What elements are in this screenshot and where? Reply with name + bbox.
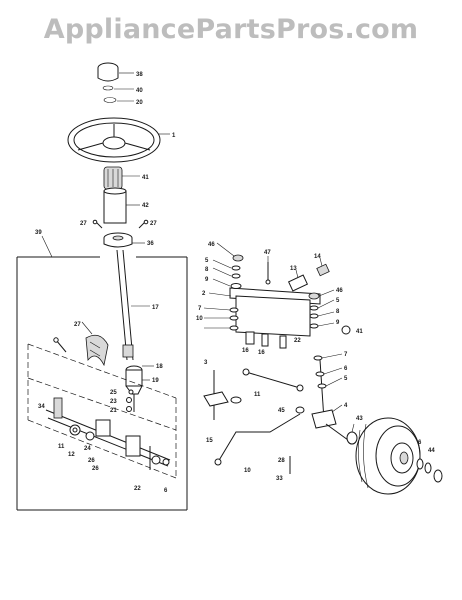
callout-22a: 22 [134, 486, 141, 492]
tie-rod-hardware [265, 262, 330, 292]
callout-2: 2 [202, 291, 206, 297]
callout-26a: 26 [88, 458, 95, 464]
callout-7a: 7 [198, 306, 202, 312]
callout-16b: 16 [258, 350, 265, 356]
tie-rod [214, 413, 301, 466]
watermark-text: AppliancePartsPros.com [43, 14, 419, 45]
callout-23: 23 [110, 399, 117, 405]
callout-18: 18 [156, 364, 163, 370]
callout-28: 28 [278, 458, 285, 464]
callout-41b: 41 [356, 329, 363, 335]
callout-24: 24 [84, 446, 91, 452]
callout-42: 42 [142, 203, 149, 209]
small-bolt [53, 337, 67, 353]
callout-43: 43 [356, 416, 363, 422]
callout-22b: 22 [294, 338, 301, 344]
callout-17: 17 [152, 305, 159, 311]
callout-33: 33 [276, 476, 283, 482]
callout-47: 47 [264, 250, 271, 256]
steering-bracket [85, 334, 109, 367]
callout-19: 19 [152, 378, 159, 384]
callout-5b: 5 [336, 298, 340, 304]
steering-shaft [116, 249, 134, 361]
steering-shaft-subassembly-box [16, 256, 188, 511]
left-spindle [203, 370, 242, 420]
callout-45: 45 [278, 408, 285, 414]
left-spindle-hardware [229, 254, 244, 331]
callout-11b: 11 [254, 392, 261, 398]
callout-27b: 27 [150, 221, 157, 227]
callout-5c: 5 [344, 376, 348, 382]
callout-38: 38 [136, 72, 143, 78]
callout-14: 14 [314, 254, 321, 260]
steering-column-tube [103, 187, 127, 224]
steering-adapter [103, 166, 123, 190]
callout-16a: 16 [242, 348, 249, 354]
bolt-left [92, 219, 103, 229]
callout-26b: 26 [92, 466, 99, 472]
callout-10b: 10 [244, 468, 251, 474]
callout-25: 25 [110, 390, 117, 396]
right-spindle [311, 355, 349, 441]
callout-46a: 46 [208, 242, 215, 248]
callout-3: 3 [204, 360, 208, 366]
callout-1: 1 [172, 133, 176, 139]
callout-40: 40 [136, 88, 143, 94]
callout-21: 21 [110, 408, 117, 414]
callout-10a: 10 [196, 316, 203, 322]
sector-gear-assembly [45, 397, 171, 470]
callout-15: 15 [206, 438, 213, 444]
pinion-gear [125, 365, 143, 412]
callout-20: 20 [136, 100, 143, 106]
callout-34: 34 [38, 404, 45, 410]
bolt-right [138, 219, 149, 229]
callout-39: 39 [35, 230, 42, 236]
callout-36: 36 [147, 241, 154, 247]
steering-cap [97, 62, 119, 103]
callout-27a: 27 [80, 221, 87, 227]
callout-9b: 9 [336, 320, 340, 326]
bushing [103, 232, 133, 248]
washer-45 [295, 406, 305, 414]
callout-41a: 41 [142, 175, 149, 181]
front-wheel [355, 417, 421, 495]
callout-46b: 46 [336, 288, 343, 294]
front-axle [229, 287, 321, 337]
callout-11a: 11 [58, 444, 65, 450]
right-spindle-hardware [308, 292, 351, 335]
steering-wheel [67, 117, 161, 163]
wheel-hardware [346, 431, 443, 483]
drag-link [242, 368, 304, 392]
callout-12: 12 [68, 452, 75, 458]
callout-6b: 6 [344, 366, 348, 372]
king-pins [245, 331, 287, 349]
callout-8a: 8 [205, 267, 209, 273]
callout-4: 4 [344, 403, 348, 409]
callout-27c: 27 [74, 322, 81, 328]
callout-7b: 7 [344, 352, 348, 358]
callout-13: 13 [290, 266, 297, 272]
callout-6c: 6 [418, 440, 422, 446]
callout-9a: 9 [205, 277, 209, 283]
callout-8b: 8 [336, 309, 340, 315]
callout-6a: 6 [164, 488, 168, 494]
callout-5a: 5 [205, 258, 209, 264]
callout-44: 44 [428, 448, 435, 454]
